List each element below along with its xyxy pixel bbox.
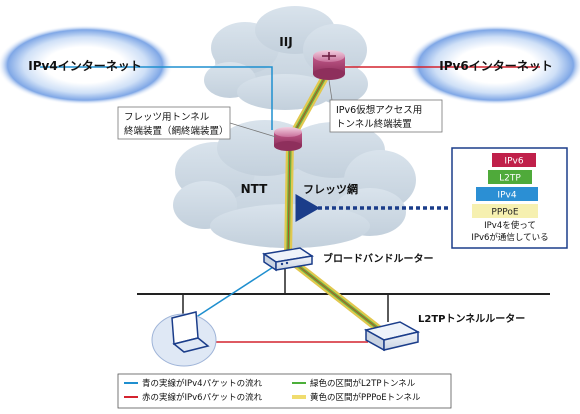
l2tp-tunnel-router — [363, 321, 421, 352]
stack-caption-line-2: IPv6が通信している — [471, 232, 548, 243]
broadband-router — [262, 247, 314, 272]
svg-text:トンネル終端装置: トンネル終端装置 — [336, 118, 412, 130]
legend: 青の実線がIPv4パケットの流れ 緑色の区間がL2TPトンネル赤の実線がIPv6パ… — [117, 373, 452, 409]
l2tp-router-label: L2TPトンネルルーター — [418, 313, 525, 325]
legend-label: 青の実線がIPv4パケットの流れ — [142, 378, 263, 389]
laptop-icon — [151, 311, 217, 367]
stack-layer-ipv6 — [492, 153, 536, 167]
stack-layer-ipv4 — [476, 187, 538, 201]
ipv4-packet-flow — [40, 66, 273, 130]
stack-layer-label: IPv4 — [497, 191, 516, 201]
ipv4-internet-label: IPv4インターネット — [28, 59, 141, 73]
broadband-router-label: ブロードバンドルーター — [323, 252, 434, 265]
ntt-label: NTT — [241, 182, 269, 196]
ntt-cloud — [173, 120, 416, 248]
svg-text:フレッツ用トンネル: フレッツ用トンネル — [124, 112, 210, 123]
stack-layer-l2tp — [488, 170, 532, 184]
flets-tunnel-terminator-label: フレッツ用トンネル 終端装置（網終端装置） — [117, 106, 277, 140]
stack-layer-label: PPPoE — [491, 208, 518, 218]
legend-label: 緑色の区間がL2TPトンネル — [310, 378, 416, 389]
flets-tunnel-terminator-router — [274, 127, 302, 151]
ipv6-internet-label: IPv6インターネット — [439, 59, 552, 73]
legend-label: 赤の実線がIPv6パケットの流れ — [142, 392, 263, 403]
stack-layer-label: L2TP — [499, 174, 521, 184]
svg-text:IPv6仮想アクセス用: IPv6仮想アクセス用 — [336, 104, 422, 116]
ipv6-tunnel-terminator-router — [313, 50, 345, 80]
l2tp-tunnel — [286, 69, 382, 332]
iij-label: IIJ — [279, 35, 292, 49]
ipv6-internet-cloud — [408, 25, 580, 105]
legend-label: 黄色の区間がPPPoEトンネル — [310, 392, 421, 403]
stack-layer-pppoe — [472, 204, 538, 218]
svg-text:終端装置（網終端装置）: 終端装置（網終端装置） — [124, 125, 229, 137]
stack-caption-line-1: IPv4を使って — [484, 220, 536, 231]
ipv4-internet-cloud — [0, 25, 173, 105]
iij-cloud — [204, 6, 368, 110]
stack-layer-label: IPv6 — [504, 157, 523, 167]
ipv6-tunnel-terminator-label: IPv6仮想アクセス用 トンネル終端装置 — [328, 79, 443, 133]
flets-net-label: フレッツ網 — [303, 182, 358, 196]
